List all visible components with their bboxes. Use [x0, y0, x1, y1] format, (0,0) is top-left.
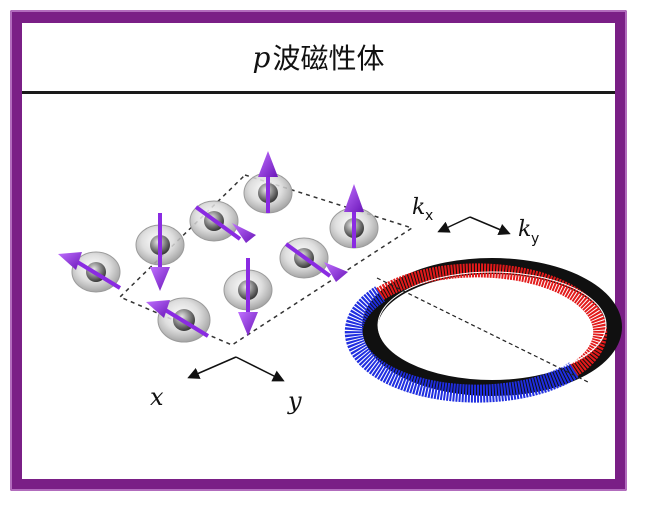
- y-axis-label: y: [287, 387, 302, 415]
- spin-arrow-icon: [344, 184, 364, 212]
- fermi-ring: [344, 258, 622, 403]
- spin-atom: [279, 237, 348, 282]
- spin-atom: [329, 184, 379, 249]
- spin-arrow-icon: [324, 262, 348, 282]
- spin-arrow-icon: [58, 252, 82, 270]
- title-text: 波磁性体: [272, 42, 385, 75]
- spin-arrow-icon: [146, 300, 170, 318]
- spin-atom: [223, 258, 273, 336]
- kx-label-main: k: [412, 195, 425, 220]
- k-space-axes: k x k y: [412, 195, 539, 247]
- spin-arrow-icon: [150, 267, 170, 291]
- spin-arrow-icon: [258, 151, 278, 177]
- page-title: p 波磁性体: [22, 23, 615, 94]
- spin-atom: [146, 297, 211, 343]
- title-prefix: p: [252, 40, 271, 74]
- spin-atom: [243, 151, 293, 214]
- real-space-axes: x y: [150, 356, 302, 415]
- spin-atom: [135, 213, 185, 291]
- spin-atom: [189, 200, 256, 243]
- spin-arrow-icon: [238, 312, 258, 336]
- ky-label-sub: y: [531, 231, 539, 247]
- spin-atom: [58, 251, 122, 293]
- ky-label-main: k: [518, 217, 531, 242]
- spin-arrow-icon: [232, 223, 256, 243]
- x-axis-label: x: [150, 383, 164, 411]
- kx-label-sub: x: [425, 208, 433, 224]
